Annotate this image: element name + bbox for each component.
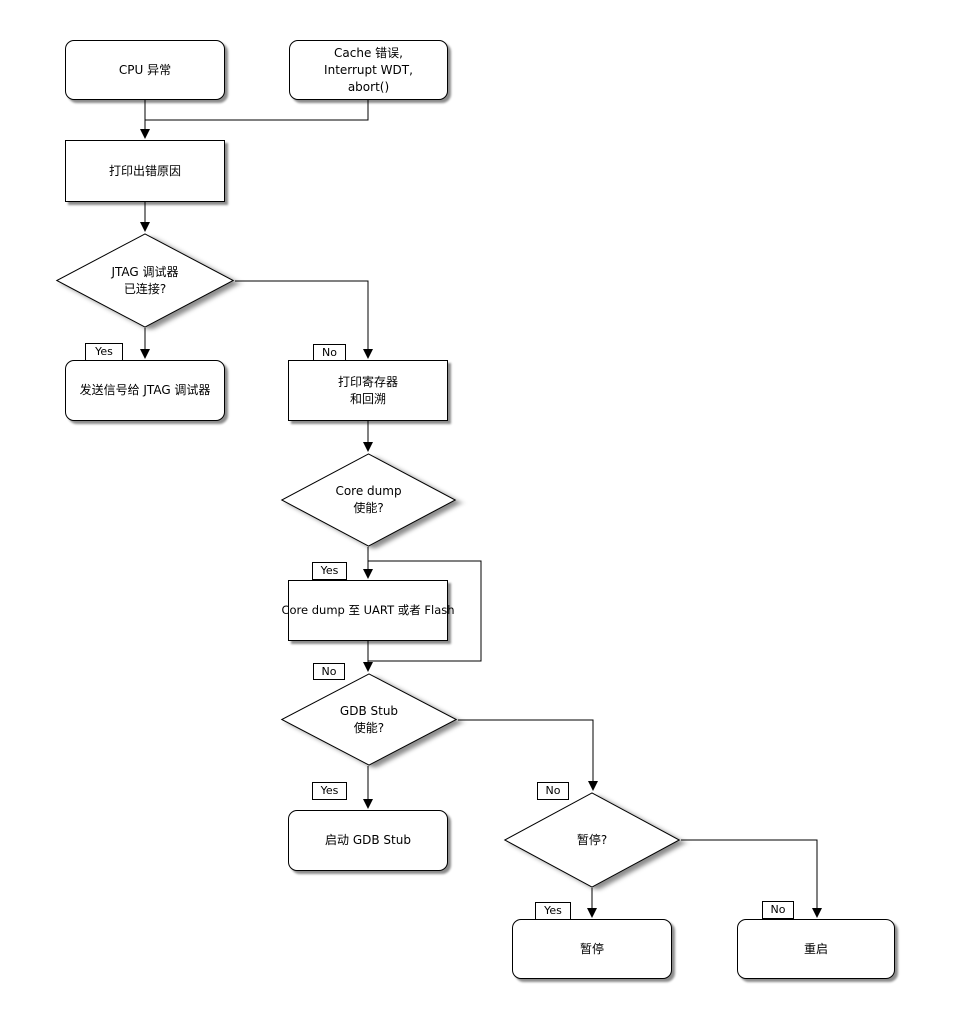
node-print-error-cause: 打印出错原因	[65, 140, 225, 202]
node-label: 打印出错原因	[108, 163, 181, 178]
node-label: 启动 GDB Stub	[325, 833, 411, 847]
node-jtag-connected-decision: JTAG 调试器 已连接?	[55, 233, 235, 328]
node-label: 打印寄存器	[337, 374, 398, 389]
node-sw-exception: Cache 错误, Interrupt WDT, abort()	[289, 40, 448, 100]
node-label: Interrupt WDT,	[324, 62, 413, 77]
node-label: GDB Stub 使能?	[339, 703, 399, 735]
edge-label-yes: Yes	[312, 782, 347, 800]
edge-coredumpq-no-bypass	[368, 560, 482, 662]
diamond-shape	[280, 673, 458, 766]
edge-haltq-no	[681, 839, 822, 918]
diamond-shape	[503, 792, 681, 888]
edge-label-no: No	[537, 782, 569, 800]
node-reboot: 重启	[737, 919, 895, 979]
node-send-to-jtag: 发送信号给 JTAG 调试器	[65, 360, 225, 421]
node-label: 和回溯	[349, 391, 386, 406]
node-cpu-exception: CPU 异常	[65, 40, 225, 100]
node-label: Cache 错误,	[334, 45, 403, 60]
edge-label-no: No	[762, 901, 794, 919]
node-label: 发送信号给 JTAG 调试器	[79, 383, 211, 397]
node-do-coredump: Core dump 至 UART 或者 Flash	[281, 580, 455, 641]
node-print-registers: 打印寄存器 和回溯	[288, 360, 448, 421]
node-halt-decision: 暂停?	[503, 792, 681, 888]
edge-label-yes: Yes	[85, 343, 123, 361]
edge-jtagq-no	[235, 280, 373, 359]
node-label: 重启	[803, 941, 828, 956]
node-label: CPU 异常	[118, 62, 172, 77]
node-coredump-enabled-decision: Core dump 使能?	[280, 453, 457, 547]
node-label: Core dump 至 UART 或者 Flash	[281, 603, 455, 617]
node-start-gdbstub: 启动 GDB Stub	[288, 810, 448, 871]
edge-label-no: No	[313, 663, 345, 680]
node-gdbstub-enabled-decision: GDB Stub 使能?	[280, 673, 458, 766]
edge-label-yes: Yes	[312, 562, 347, 580]
diamond-shape	[280, 453, 457, 547]
node-halt: 暂停	[512, 919, 672, 979]
edge-gdbq-no	[458, 719, 598, 791]
node-label: abort()	[347, 79, 390, 94]
edge-cache-to-merge	[145, 100, 369, 121]
node-label: Core dump 使能?	[335, 484, 402, 515]
node-label: JTAG 调试器 已连接?	[111, 264, 179, 296]
edge-label-no: No	[313, 344, 346, 361]
node-label: 暂停?	[576, 832, 608, 847]
diamond-shape	[55, 233, 235, 328]
node-label: 暂停	[579, 941, 604, 956]
edge-label-yes: Yes	[535, 902, 571, 920]
